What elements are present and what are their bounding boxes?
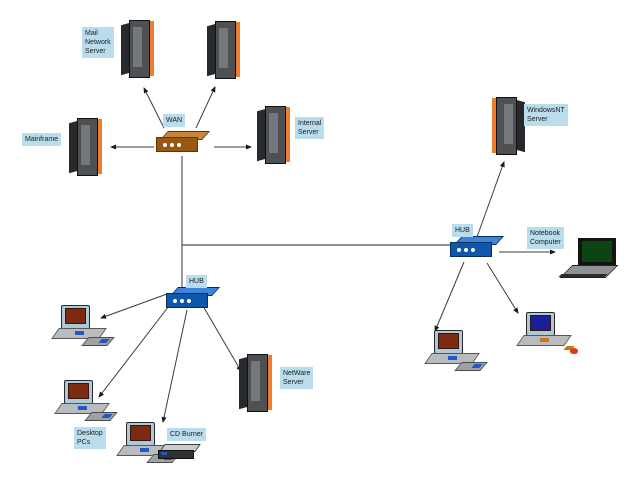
internal-server-icon <box>256 106 290 164</box>
burner-button <box>161 452 167 455</box>
label-mainframe: Mainframe <box>22 133 62 147</box>
server-stripe <box>150 21 154 76</box>
server-stripe <box>268 355 272 410</box>
hub-right-icon <box>450 236 505 258</box>
label-hub-bottom: HUB <box>186 275 207 289</box>
label-windows-nt-server: WindowsNT Server <box>524 104 568 127</box>
screen <box>530 315 551 331</box>
laptop-front-edge <box>558 274 608 277</box>
screen <box>438 333 459 349</box>
edge-hub-workstation <box>486 262 519 314</box>
workstation-icon <box>510 312 584 358</box>
server-stripe <box>236 22 240 77</box>
label-desktop-pcs: Desktop PCs <box>74 427 106 450</box>
server-panel <box>504 104 513 144</box>
edge-hub-pc1 <box>100 293 168 319</box>
hub-face <box>450 242 492 257</box>
led-dot <box>170 142 174 147</box>
server-panel <box>251 361 260 401</box>
mainframe-icon <box>68 118 102 176</box>
windows-nt-server-icon <box>492 97 526 155</box>
burner-front <box>158 450 194 459</box>
floppy-drive <box>75 331 84 335</box>
server-panel <box>81 125 90 165</box>
desktop-pc-right-icon <box>418 330 492 376</box>
label-notebook-computer: Notebook Computer <box>527 227 564 250</box>
edge-wan-mail-server <box>143 87 165 129</box>
led-dot <box>173 298 177 303</box>
screen <box>65 308 86 324</box>
floppy-drive <box>140 448 149 452</box>
label-internal-server: Internal Server <box>295 117 325 140</box>
server-stripe <box>286 107 290 162</box>
server-stripe <box>98 119 102 174</box>
server-panel <box>219 28 228 68</box>
mail-network-server-icon <box>120 20 154 78</box>
led-dot <box>163 142 167 147</box>
floppy-drive <box>448 356 457 360</box>
trunk-lines <box>181 156 450 292</box>
hub-bottom-icon <box>166 287 221 309</box>
led-dot <box>464 247 468 252</box>
drive <box>540 338 549 342</box>
laptop-screen <box>582 241 612 262</box>
cd-burner-pc-icon <box>110 422 184 468</box>
mouse <box>570 348 578 354</box>
led-dot <box>471 247 475 252</box>
desktop-pc-1-icon <box>45 305 119 351</box>
edge-wan-server2 <box>195 86 216 129</box>
label-netware-server: NetWare Server <box>280 367 314 390</box>
screen <box>68 383 89 399</box>
led-dot <box>177 142 181 147</box>
server-panel <box>269 113 278 153</box>
led-dot <box>187 298 191 303</box>
edge-hub-winnt-server <box>476 161 505 238</box>
server-stripe <box>492 98 496 153</box>
router-face <box>156 137 198 152</box>
edge-hub-desktop-right <box>434 261 465 332</box>
edge-hub-netware <box>202 305 242 372</box>
server-panel <box>133 27 142 67</box>
notebook-computer-icon <box>558 238 622 286</box>
unlabeled-server-icon <box>206 21 240 79</box>
led-dot <box>180 298 184 303</box>
netware-server-icon <box>238 354 272 412</box>
wan-router-icon <box>156 131 211 153</box>
edge-hub-cdburner-pc <box>161 309 188 423</box>
label-hub-right: HUB <box>452 224 473 238</box>
edge-hub-pc2 <box>98 301 173 398</box>
arrow-lines <box>98 86 556 423</box>
desktop-pc-2-icon <box>48 380 122 426</box>
label-mail-network-server: Mail Network Server <box>82 27 114 59</box>
floppy-drive <box>78 406 87 410</box>
label-cd-burner: CD Burner <box>167 428 207 442</box>
screen <box>130 425 151 441</box>
cd-burner-device-icon <box>158 444 201 459</box>
led-dot <box>457 247 461 252</box>
label-wan: WAN <box>163 114 186 128</box>
hub-face <box>166 293 208 308</box>
